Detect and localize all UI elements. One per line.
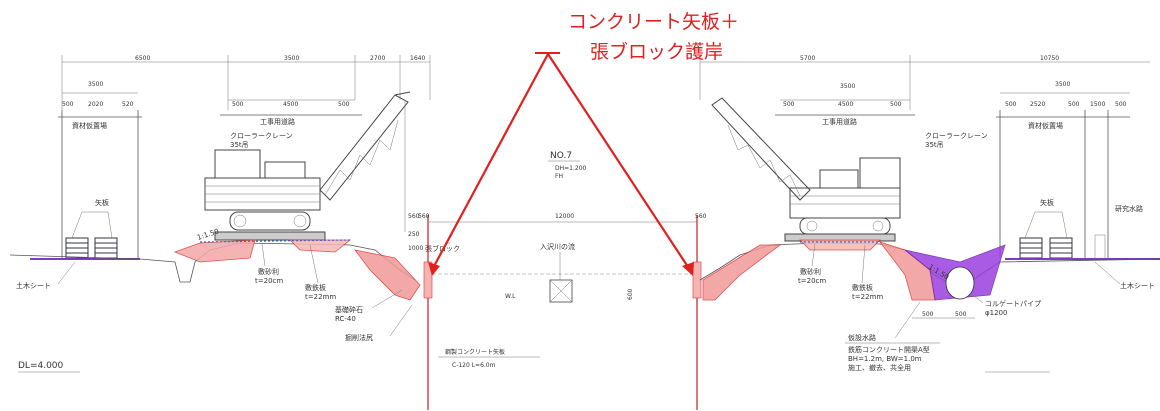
corrugate-label-2: φ1200 xyxy=(985,309,1007,317)
left-work-road-label: 工事用道路 xyxy=(260,117,295,126)
right-crane-dim-2: 4500 xyxy=(838,101,853,108)
right-storage-split-3: 500 xyxy=(1068,101,1080,108)
right-sheet-label: 土木シート xyxy=(1120,281,1155,290)
left-excav-label: 掘削法尻 xyxy=(345,333,373,342)
left-dim-250: 250 xyxy=(408,231,420,238)
right-dim-10750: 10750 xyxy=(1040,55,1059,62)
corrugate-label-1: コルゲートパイプ xyxy=(985,299,1041,308)
left-gravel-label-2: t=20cm xyxy=(255,277,283,285)
right-crane-dim-1: 500 xyxy=(783,101,795,108)
temp-road-label: 仮設水路 xyxy=(848,333,876,342)
left-gravel-label-1: 敷砂利 xyxy=(258,267,279,276)
flow-label: 入沢川の流 xyxy=(540,242,575,251)
left-revetment-hatch xyxy=(354,249,421,301)
temp-road-desc-3: 施工、撤去、共全用 xyxy=(848,363,911,372)
left-material-stack xyxy=(65,211,118,259)
right-building-label: 研究水路 xyxy=(1115,204,1143,213)
water-label: W.L xyxy=(505,293,516,300)
right-dim-bottom-1: 500 xyxy=(922,311,934,318)
left-dim-2700: 2700 xyxy=(370,55,385,62)
right-storage-split-2: 2520 xyxy=(1030,101,1045,108)
right-plate-label-1: 敷鉄板 xyxy=(852,283,873,292)
left-dim-1640: 1640 xyxy=(410,55,425,62)
center-dim-left: 560 xyxy=(418,213,430,220)
right-crane-label-1: クローラークレーン xyxy=(925,132,988,140)
annotation-line-2: 張ブロック護岸 xyxy=(590,40,723,63)
right-gravel-label-2: t=20cm xyxy=(798,277,826,285)
left-dim-3500: 3500 xyxy=(284,55,299,62)
center-width-label: 12000 xyxy=(555,213,574,220)
right-storage-split-1: 500 xyxy=(1005,101,1017,108)
right-section: 5700 10750 3500 500 4500 500 工事用道路 3500 … xyxy=(699,55,1160,373)
left-storage-split-3: 520 xyxy=(122,101,134,108)
right-crane-label-2: 35t吊 xyxy=(925,141,944,149)
right-crane-dim-3: 500 xyxy=(890,101,902,108)
temp-road-desc-1: 鉄筋コンクリート開渠A型 xyxy=(848,345,930,354)
left-fill-hatch xyxy=(173,239,256,263)
left-dim-1000: 1000 xyxy=(408,245,423,252)
revetment-annotation: コンクリート矢板＋ 張ブロック護岸 xyxy=(428,11,739,276)
section-sub-2: FH xyxy=(555,173,563,180)
corrugate-pipe[interactable] xyxy=(945,266,975,300)
annotation-arrow-left xyxy=(431,53,549,271)
left-crane-label-2: 35t吊 xyxy=(230,141,249,149)
right-gravel-label-1: 敷砂利 xyxy=(800,267,821,276)
annotation-arrow-right xyxy=(547,53,691,271)
right-revetment-hatch xyxy=(702,244,782,301)
right-work-road-label: 工事用道路 xyxy=(822,117,857,126)
right-storage-split-5: 500 xyxy=(1115,101,1127,108)
left-storage-width: 3500 xyxy=(88,81,103,88)
right-crane-dim-top: 3500 xyxy=(840,83,855,90)
right-material-label: 矢板 xyxy=(1040,198,1054,207)
pile-label-1: 鋼製コンクリート矢板 xyxy=(445,348,505,356)
section-title: NO.7 xyxy=(550,151,572,161)
right-crane xyxy=(711,97,901,242)
left-sheet-label: 土木シート xyxy=(16,281,51,290)
right-storage-width: 3500 xyxy=(1055,81,1070,88)
left-base-label-2: RC-40 xyxy=(335,315,356,323)
pile-label-2: C-120 L=6.0m xyxy=(452,362,496,369)
left-storage-split-2: 2020 xyxy=(88,101,103,108)
center-dim-right: 560 xyxy=(695,213,707,220)
left-crane-dim-2: 4500 xyxy=(283,101,298,108)
left-material-label: 矢板 xyxy=(95,198,109,207)
right-dim-5700: 5700 xyxy=(800,55,815,62)
left-section: 6500 3500 2700 1640 3500 500 2020 520 資材… xyxy=(9,55,460,410)
right-storage-split-4: 1500 xyxy=(1090,101,1105,108)
annotation-line-1: コンクリート矢板＋ xyxy=(568,11,739,33)
left-storage-label: 資材仮置場 xyxy=(72,121,107,130)
left-crane-label-1: クローラークレーン xyxy=(230,132,293,140)
left-storage-split-1: 500 xyxy=(62,101,74,108)
left-crane-dim-3: 500 xyxy=(338,101,350,108)
left-plate-label-1: 敷鉄板 xyxy=(305,283,326,292)
left-dim-6500: 6500 xyxy=(135,55,150,62)
right-dim-bottom-2: 500 xyxy=(955,311,967,318)
left-crane-dim-1: 500 xyxy=(232,101,244,108)
dl-label: DL=4.000 xyxy=(18,361,64,371)
right-material-stack xyxy=(1019,211,1073,259)
section-sub-1: DH=1.200 xyxy=(555,165,587,172)
right-plate-label-2: t=22mm xyxy=(852,293,883,301)
temp-road-desc-2: BH=1.2m, BW=1.0m xyxy=(848,355,922,363)
left-base-label-1: 基礎砕石 xyxy=(335,305,363,314)
right-storage-label: 資材仮置場 xyxy=(1028,121,1063,130)
left-crane xyxy=(204,91,411,241)
left-dim-560: 560 xyxy=(408,213,420,220)
center-section: 12000 560 560 NO.7 DH=1.200 FH 入沢川の流 W.L… xyxy=(418,151,707,410)
height-label: 600 xyxy=(627,288,634,300)
left-plate-label-2: t=22mm xyxy=(305,293,336,301)
